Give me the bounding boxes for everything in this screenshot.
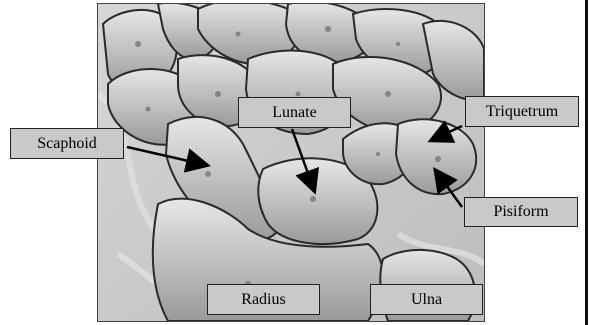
label-triquetrum: Triquetrum: [465, 96, 579, 127]
label-pisiform: Pisiform: [464, 197, 578, 227]
label-radius: Radius: [207, 284, 320, 315]
bones-drawing: [98, 4, 484, 321]
wrist-bones-illustration: [97, 3, 485, 322]
label-scaphoid: Scaphoid: [10, 128, 124, 159]
label-lunate: Lunate: [238, 97, 351, 128]
label-ulna: Ulna: [370, 284, 483, 315]
page-edge-rule: [585, 0, 588, 325]
